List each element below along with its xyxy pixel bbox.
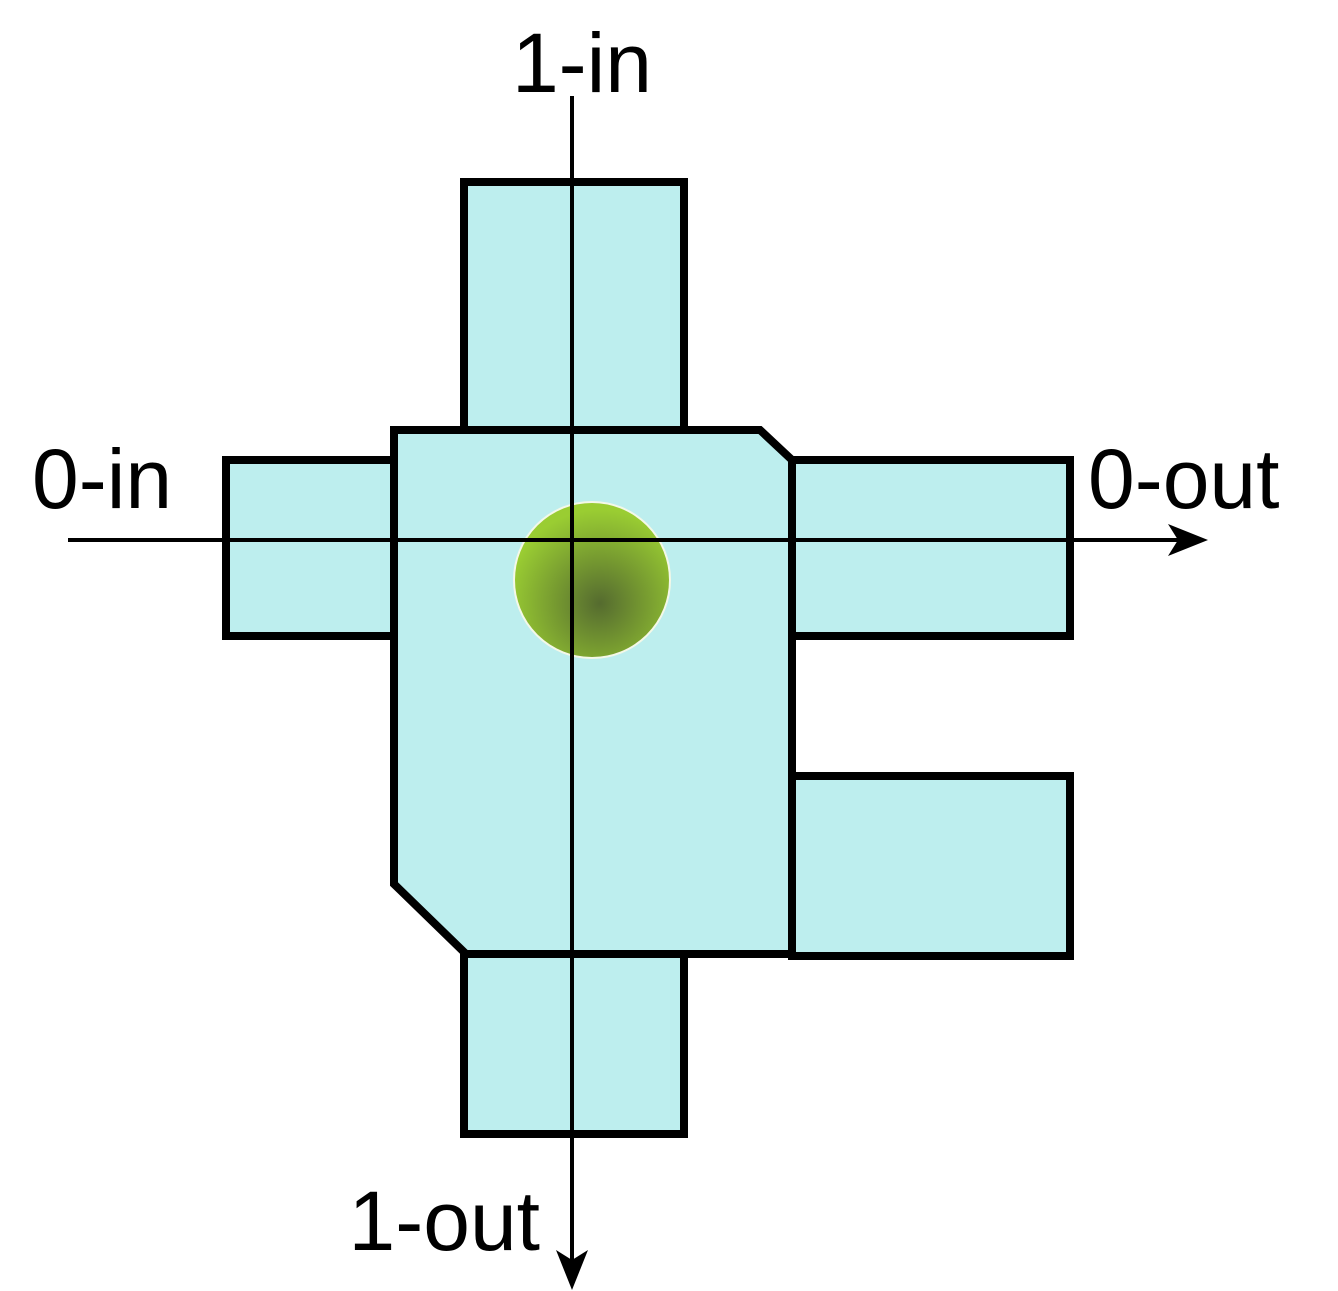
left-input-stub [222,456,398,640]
label-0-out: 0-out [1088,432,1279,526]
right-output-stub-upper [788,456,1074,640]
right-output-stub-lower [788,772,1074,960]
label-1-in: 1-in [512,16,652,110]
label-0-in: 0-in [32,432,172,526]
arrowhead-down-icon [556,1250,588,1290]
green-sphere-icon [513,501,671,659]
switch-body [222,178,1074,1138]
label-1-out: 1-out [349,1174,540,1268]
axes [68,96,1208,1290]
central-chamber [390,426,796,958]
arrowhead-right-icon [1168,524,1208,556]
